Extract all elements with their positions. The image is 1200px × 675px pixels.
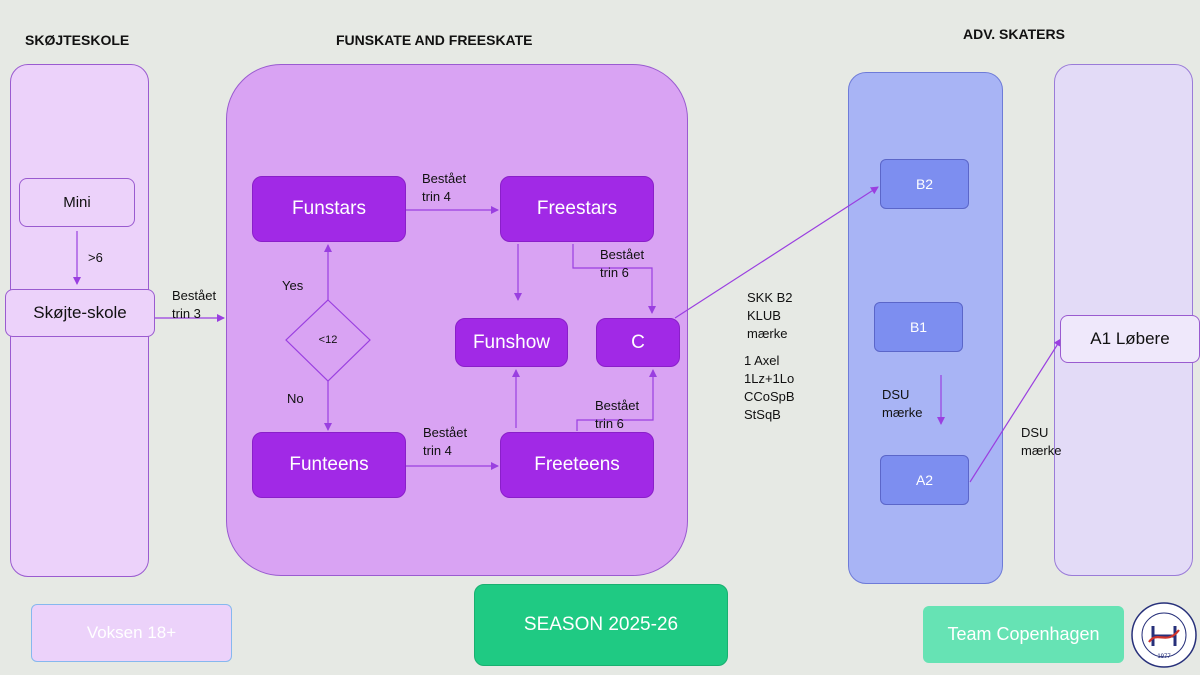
node-a1-lobere[interactable]: A1 Løbere bbox=[1060, 315, 1200, 363]
heading-funskate-freeskate: FUNSKATE AND FREESKATE bbox=[336, 32, 533, 48]
node-freeteens[interactable]: Freeteens bbox=[500, 432, 654, 498]
label-gt6: >6 bbox=[88, 250, 103, 265]
voksen-button[interactable]: Voksen 18+ bbox=[31, 604, 232, 662]
node-b1[interactable]: B1 bbox=[874, 302, 963, 352]
node-funshow[interactable]: Funshow bbox=[455, 318, 568, 367]
node-funteens[interactable]: Funteens bbox=[252, 432, 406, 498]
decision-diamond bbox=[285, 299, 371, 382]
team-copenhagen-button[interactable]: Team Copenhagen bbox=[923, 606, 1124, 663]
node-skojteskole[interactable]: Skøjte-skole bbox=[5, 289, 155, 337]
heading-adv-skaters: ADV. SKATERS bbox=[963, 26, 1065, 42]
label-yes: Yes bbox=[282, 278, 304, 293]
node-mini[interactable]: Mini bbox=[19, 178, 135, 227]
logo-year: 1977 bbox=[1157, 654, 1171, 660]
node-a2[interactable]: A2 bbox=[880, 455, 969, 505]
node-c[interactable]: C bbox=[596, 318, 680, 367]
skating-club-logo-icon bbox=[1131, 602, 1197, 668]
heading-skojteskole: SKØJTESKOLE bbox=[25, 32, 130, 48]
label-no: No bbox=[287, 391, 304, 406]
node-funstars[interactable]: Funstars bbox=[252, 176, 406, 242]
node-freestars[interactable]: Freestars bbox=[500, 176, 654, 242]
decision-label: <12 bbox=[318, 334, 338, 346]
skating-club-logo: 1977 bbox=[1131, 602, 1197, 668]
season-button[interactable]: SEASON 2025-26 bbox=[474, 584, 728, 666]
node-b2[interactable]: B2 bbox=[880, 159, 969, 209]
